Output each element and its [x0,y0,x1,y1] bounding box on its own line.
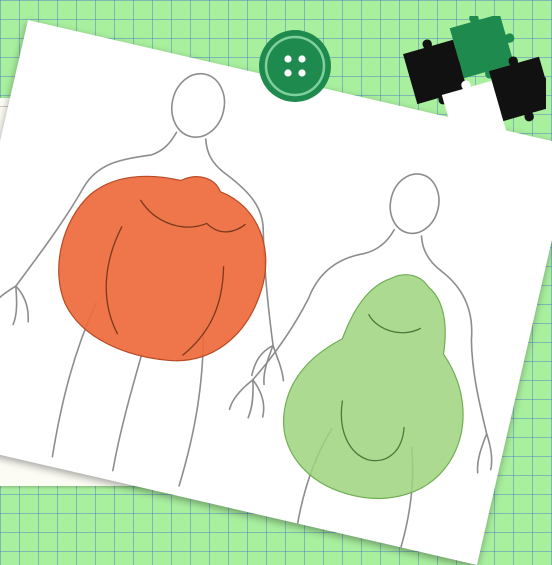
pear-shape-blob [269,254,493,516]
apple-shape-blob [41,150,283,379]
puzzle-pieces-sticker-icon [398,16,546,138]
button-sticker-icon [257,28,333,104]
